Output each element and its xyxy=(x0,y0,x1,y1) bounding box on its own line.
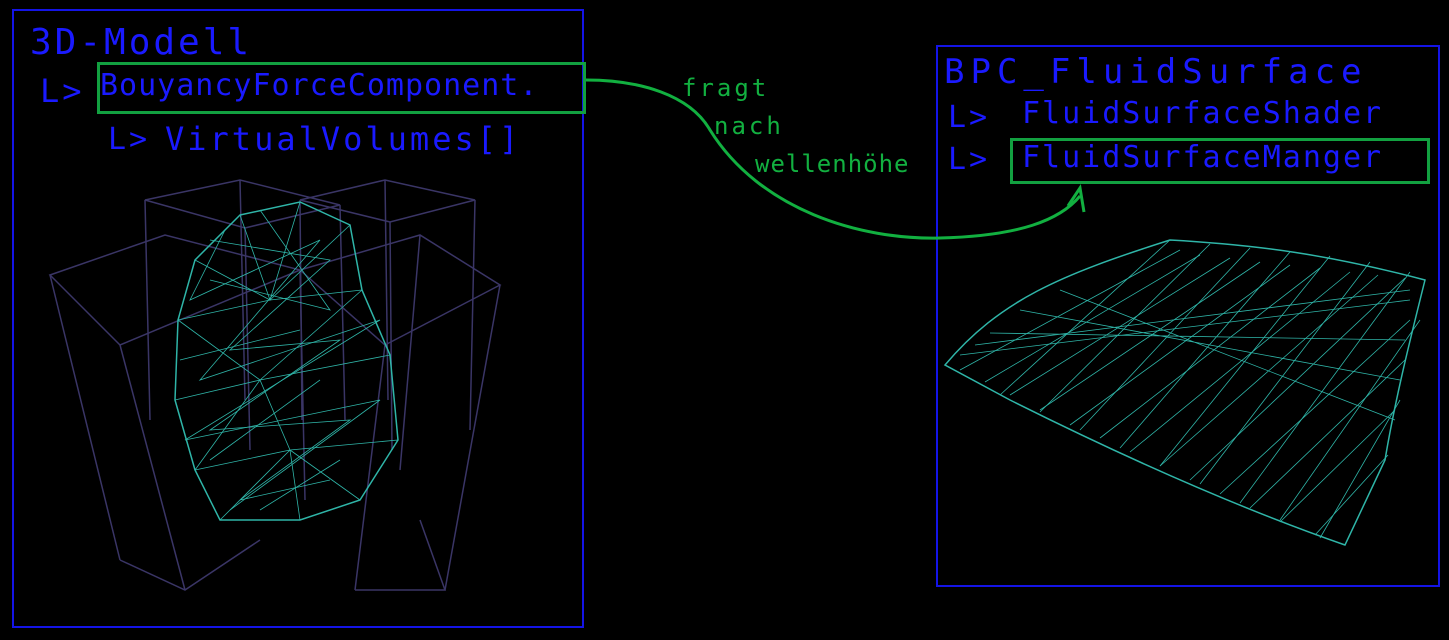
component-highlight-box xyxy=(97,62,586,114)
buoyancy-component-label: BouyancyForceComponent. xyxy=(100,68,539,103)
arrowhead-icon xyxy=(1066,184,1086,213)
virtual-volume-boxes xyxy=(48,179,502,591)
manager-arrow: L> xyxy=(948,142,991,177)
virtual-volumes-label: VirtualVolumes[] xyxy=(165,120,522,158)
connector-curve xyxy=(585,78,1082,240)
model-panel xyxy=(12,9,584,628)
stone-mesh xyxy=(174,201,399,521)
fluid-surface-shader-label: FluidSurfaceShader xyxy=(1022,96,1384,131)
child-arrow: L> xyxy=(108,122,151,157)
fluid-surface-panel xyxy=(936,45,1440,587)
annotation-line-3: wellenhöhe xyxy=(755,150,910,178)
manager-highlight-box xyxy=(1010,138,1430,184)
annotation-line-2: nach xyxy=(714,112,784,140)
fluid-surface-mesh xyxy=(943,239,1426,546)
shader-arrow: L> xyxy=(948,100,991,135)
fluid-surface-manager-label: FluidSurfaceManger xyxy=(1022,140,1384,175)
component-arrow: L> xyxy=(40,72,85,110)
fluid-surface-title: BPC_FluidSurface xyxy=(944,52,1368,92)
model-title: 3D-Modell xyxy=(30,22,253,63)
annotation-line-1: fragt xyxy=(682,74,770,102)
